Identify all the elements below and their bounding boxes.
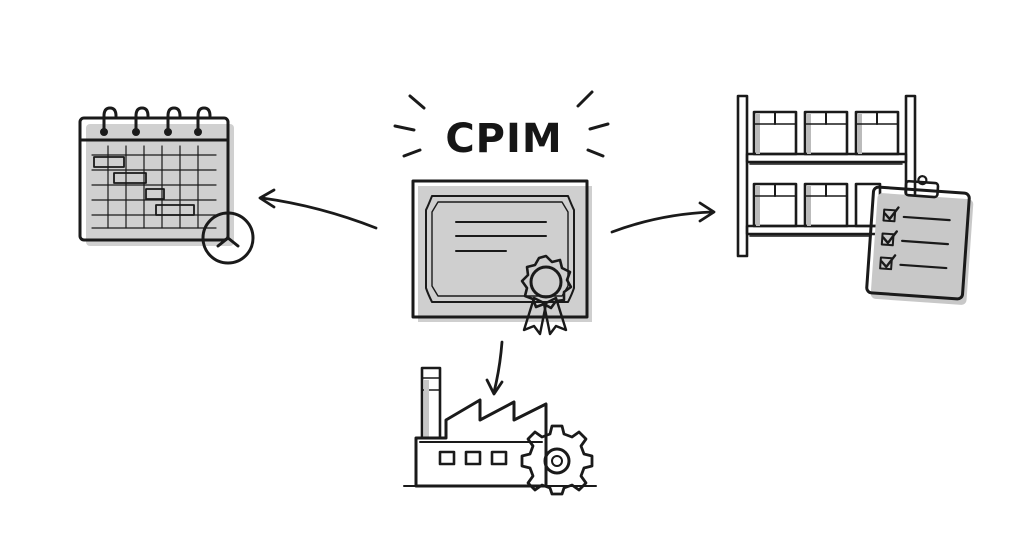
diagram-title: CPIM bbox=[445, 116, 562, 162]
title-group: CPIM bbox=[393, 90, 610, 162]
clock-icon bbox=[201, 211, 255, 265]
warehouse-shelves-with-checklist-icon bbox=[736, 94, 974, 305]
gear-icon bbox=[520, 424, 594, 496]
factory-with-gear-icon bbox=[403, 366, 597, 496]
boxes-top-row bbox=[752, 110, 900, 156]
arrow-to-manufacturing bbox=[485, 340, 504, 396]
arrow-to-inventory bbox=[610, 201, 716, 234]
calendar-rings bbox=[100, 106, 212, 136]
clipboard-checklist-icon bbox=[865, 175, 974, 305]
gantt-calendar-with-clock-icon bbox=[78, 106, 255, 265]
emphasis-rays bbox=[393, 90, 610, 158]
boxes-bottom-row bbox=[752, 182, 882, 228]
arrow-to-planning bbox=[258, 188, 378, 230]
certificate-with-ribbon-icon bbox=[411, 179, 592, 336]
